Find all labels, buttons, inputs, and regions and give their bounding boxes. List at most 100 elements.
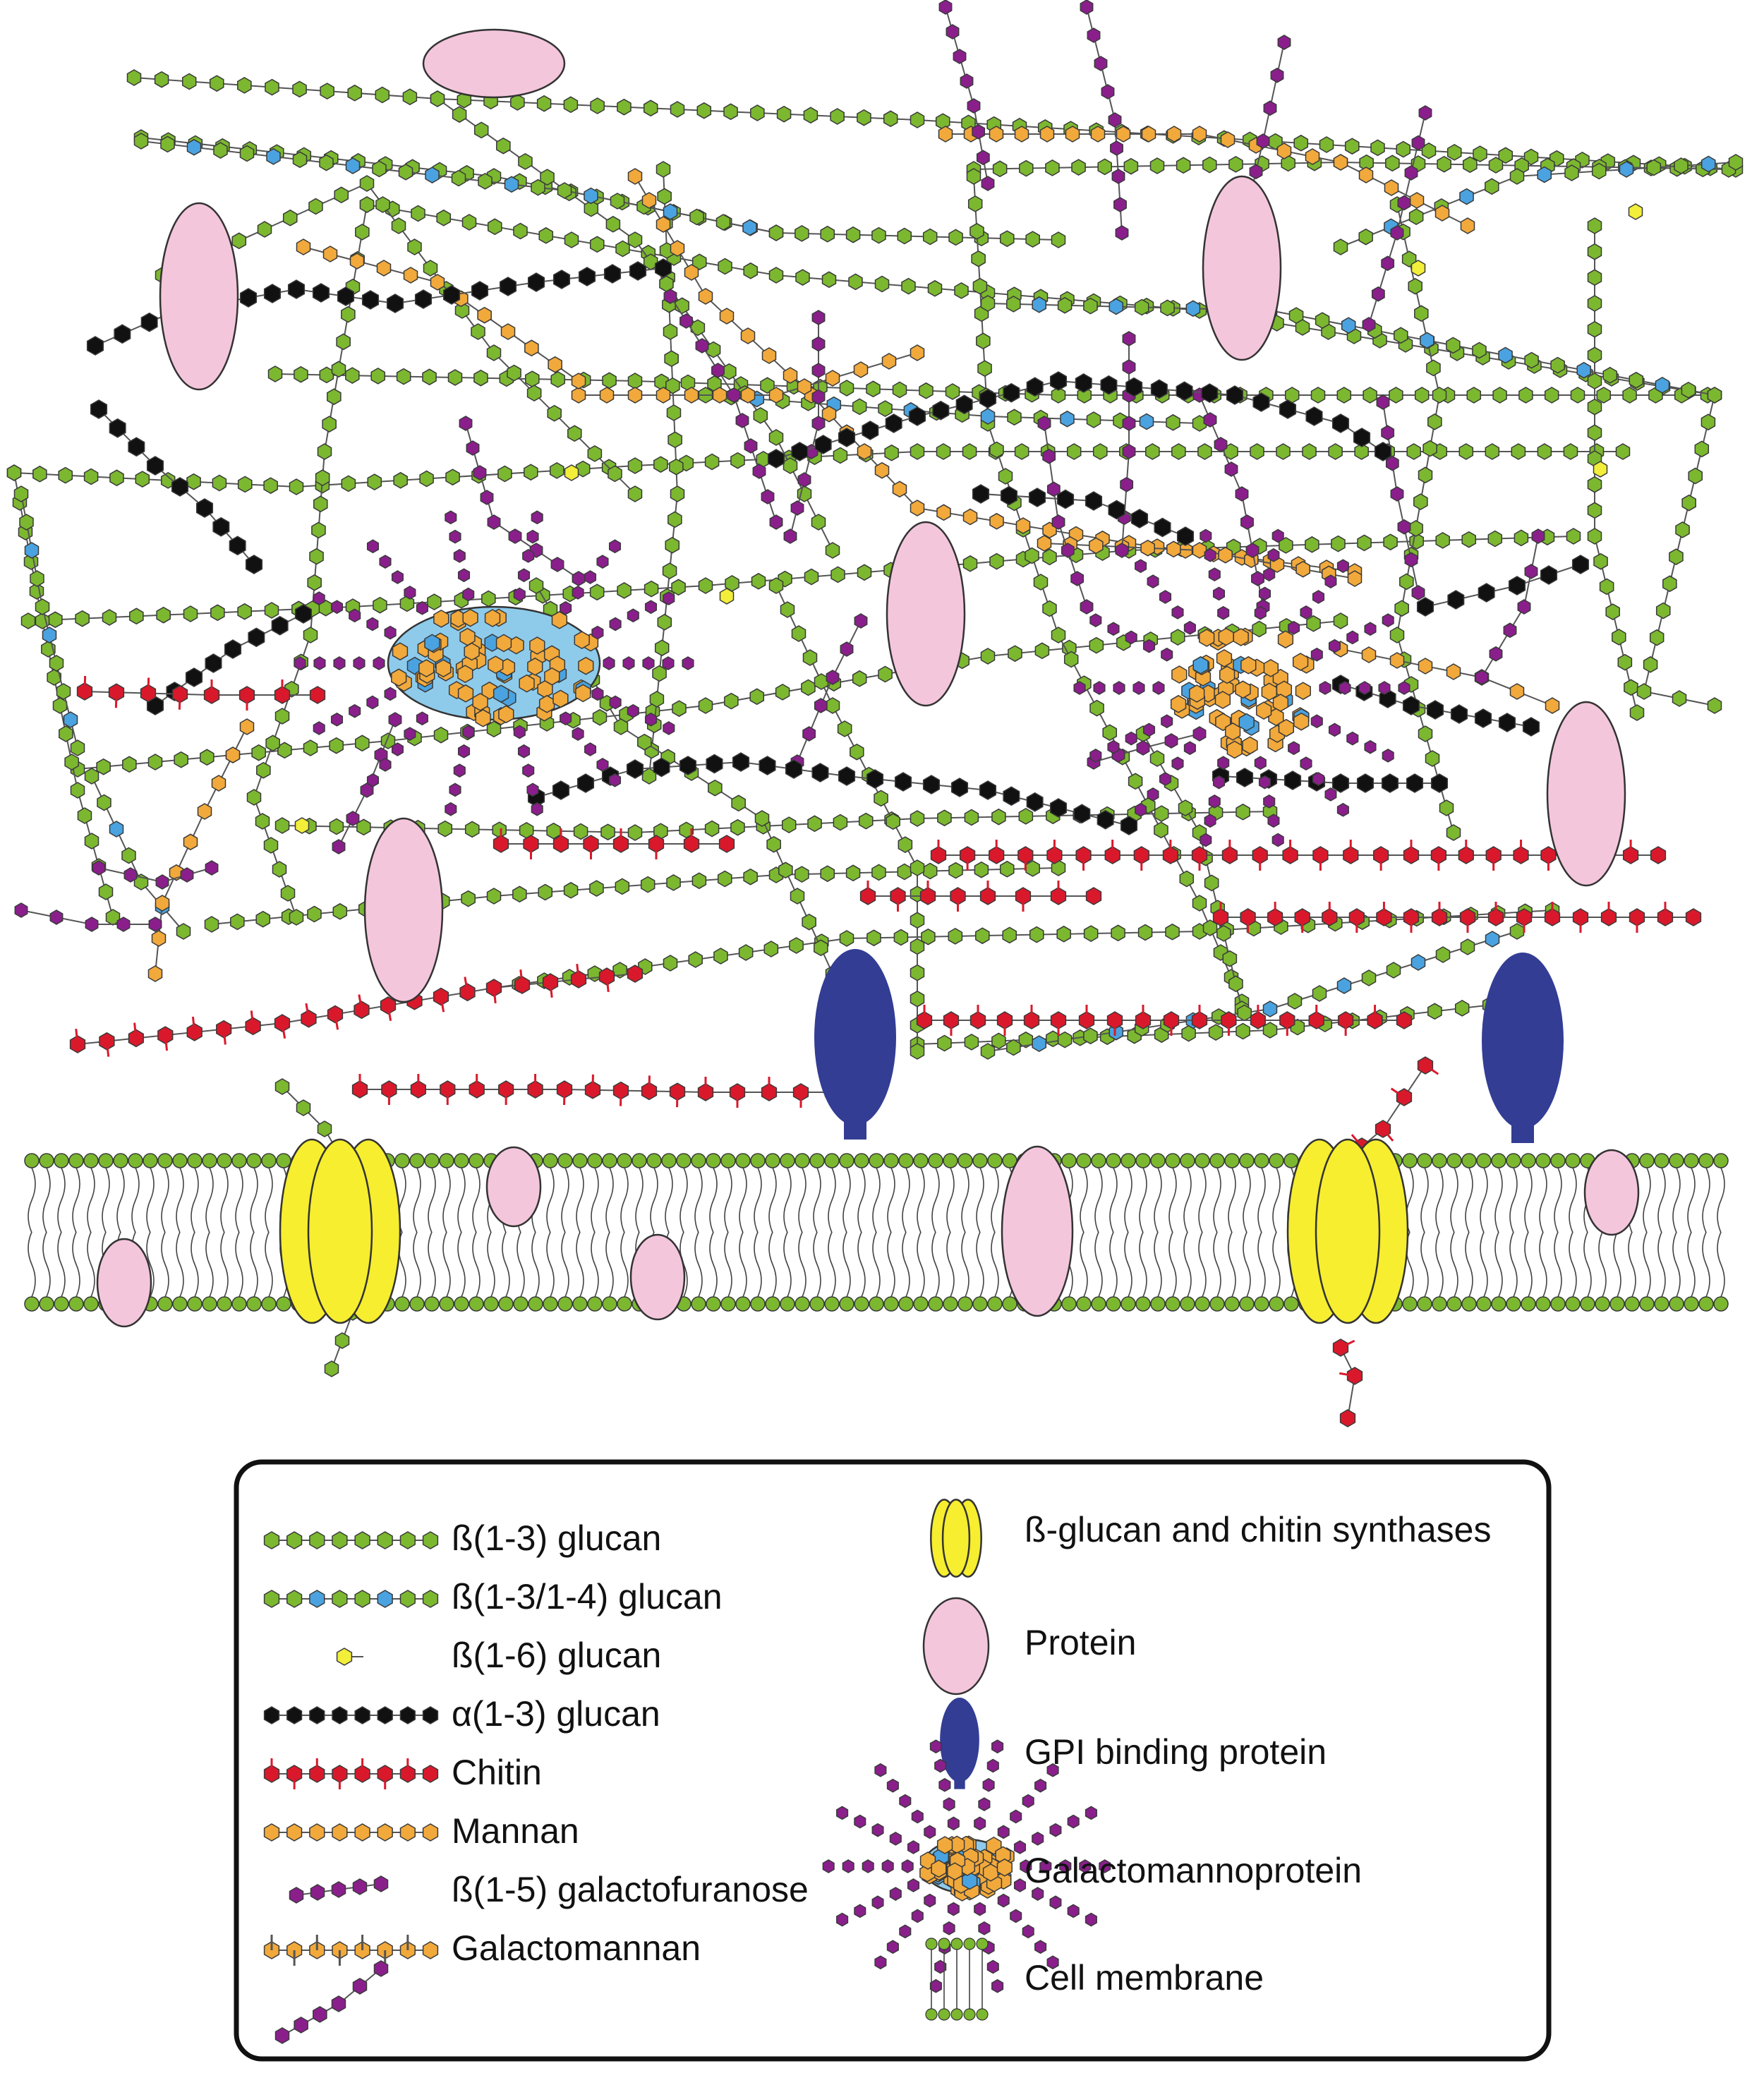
alpha13-glucan-residue — [1450, 704, 1468, 724]
beta13-glucan-residue — [77, 807, 92, 824]
galactomannoprotein-icon-galf-residue — [978, 1921, 991, 1935]
galactofuranose-chain — [663, 289, 783, 530]
galactomannoprotein-cluster-2-galf-residue — [1288, 620, 1300, 635]
beta13-glucan-backbone — [282, 811, 1271, 834]
beta16-glucan-residue — [1628, 203, 1643, 220]
beta13-glucan-residue — [675, 297, 689, 315]
legend-lipid-head — [938, 2008, 950, 2021]
galactomannoprotein-cluster-galf-residue — [522, 763, 535, 778]
lipid-tail — [576, 1231, 584, 1298]
beta13-glucan-residue — [821, 271, 837, 289]
beta13-glucan-residue — [781, 816, 797, 833]
synthase-complex-2-subunit — [1315, 1138, 1381, 1324]
lipid-tail — [1450, 1167, 1458, 1233]
galactomannoprotein-icon-galf-residue — [871, 1895, 884, 1910]
beta13-glucan-residue — [1437, 155, 1451, 173]
beta13-glucan-residue — [497, 465, 512, 483]
chitin-residue — [718, 835, 735, 853]
beta13-glucan-residue — [237, 603, 252, 620]
galactomannoprotein-cluster-galf-residue — [627, 608, 639, 623]
beta13-glucan-residue — [563, 881, 579, 899]
beta1314-glucan-residue — [1160, 299, 1175, 317]
beta13-glucan-residue — [969, 222, 984, 240]
beta13-glucan-residue — [391, 217, 406, 234]
synthase-complex-subunit — [307, 1138, 373, 1324]
beta13-glucan-residue — [644, 580, 659, 598]
galactomannoprotein-cluster-galf-residue — [462, 587, 475, 602]
beta13-glucan-residue — [324, 1360, 339, 1377]
beta13-glucan-residue — [564, 231, 579, 248]
lipid-head — [1150, 1296, 1166, 1312]
lipid-head — [113, 1153, 128, 1168]
galactofuranose-residue — [1404, 552, 1418, 568]
beta13-glucan-residue — [1089, 636, 1104, 654]
galactomannoprotein-cluster-residue — [552, 689, 569, 708]
galactomannoprotein-cluster-residue — [433, 610, 449, 628]
alpha13-glucan-residue — [578, 267, 596, 286]
beta1314-glucan-residue — [1083, 1027, 1098, 1045]
mannan-chain — [938, 126, 1475, 234]
chitin-chain — [76, 675, 326, 711]
lipid-tail — [176, 1231, 184, 1298]
legend-galactomannan-galf-residue — [373, 1960, 389, 1977]
beta13-glucan-residue — [345, 367, 360, 384]
galactomannoprotein-icon-galf-residue — [982, 1777, 995, 1792]
galactomannoprotein-icon-galf-residue — [836, 1806, 849, 1820]
beta13-glucan-residue — [698, 697, 713, 714]
galactomannoprotein-cluster-2-galf-residue — [1135, 802, 1147, 817]
lipid-tail — [724, 1167, 732, 1233]
beta13-glucan-residue — [1587, 295, 1602, 312]
beta13-glucan-residue — [525, 370, 540, 387]
galactomannoprotein-cluster-2-residue — [1240, 655, 1257, 675]
galactomannoprotein-cluster-residue — [406, 656, 423, 675]
galactomannoprotein-cluster-galf-residue — [445, 510, 457, 525]
lipid-head — [1224, 1296, 1240, 1312]
alpha13-glucan-residue — [1100, 375, 1118, 395]
legend-alpha13-residue — [377, 1706, 393, 1724]
beta13-glucan-residue — [336, 333, 351, 351]
lipid-tail — [1109, 1167, 1118, 1233]
lipid-tail — [887, 1231, 895, 1298]
lipid-head — [1209, 1296, 1225, 1312]
galactofuranose-residue — [1240, 514, 1254, 530]
galactomannoprotein-cluster-2-residue — [1293, 712, 1310, 731]
mannan-residue — [1037, 535, 1052, 552]
galactomannoprotein-cluster-residue — [574, 631, 590, 649]
alpha13-glucan-residue — [1474, 708, 1492, 728]
lipid-head — [1506, 1153, 1521, 1168]
beta13-glucan-residue — [795, 866, 809, 883]
lipid-head — [706, 1296, 721, 1312]
galactofuranose-residue — [1122, 444, 1136, 459]
galactomannoprotein-cluster-2-galf-residue — [1346, 630, 1359, 645]
beta1314-glucan-residue — [213, 142, 228, 159]
beta13-glucan-residue — [921, 928, 936, 945]
beta13-glucan-residue — [1672, 690, 1687, 707]
beta13-glucan-residue — [1518, 387, 1533, 404]
beta13-glucan-residue — [753, 407, 768, 424]
galactofuranose-residue — [572, 571, 586, 586]
beta13-glucan-residue — [311, 521, 326, 539]
beta13-glucan-residue — [627, 457, 643, 474]
beta13-glucan-residue — [1202, 156, 1217, 174]
alpha13-glucan-residue — [1056, 489, 1075, 509]
lipid-head — [68, 1296, 84, 1312]
galactofuranose-residue — [938, 0, 953, 15]
galactomannoprotein-icon-galf-residue — [1099, 1859, 1111, 1873]
lipid-head — [409, 1153, 425, 1168]
galactomannoprotein-cluster-2-galf-residue — [1328, 723, 1341, 737]
beta13-glucan-residue — [1111, 924, 1125, 942]
beta1314-glucan-residue — [1576, 361, 1591, 379]
beta13-glucan-residue — [724, 692, 739, 710]
galactomannoprotein-cluster-galf-residue — [584, 570, 597, 584]
galactomannoprotein-icon-galf-residue — [1032, 1887, 1044, 1901]
galactomannoprotein-cluster-2-residue — [1235, 680, 1251, 699]
mannan-residue — [1014, 126, 1029, 143]
beta13-glucan-residue — [669, 458, 684, 476]
beta13-glucan-residue — [652, 665, 667, 682]
galactofuranose-chain — [1115, 331, 1136, 558]
lipid-head — [469, 1296, 484, 1312]
beta13-glucan-residue — [1458, 443, 1474, 460]
galactofuranose-residue — [116, 917, 131, 932]
galactomannoprotein-cluster-galf-residue — [453, 763, 466, 778]
beta13-glucan-residue — [1466, 387, 1482, 404]
